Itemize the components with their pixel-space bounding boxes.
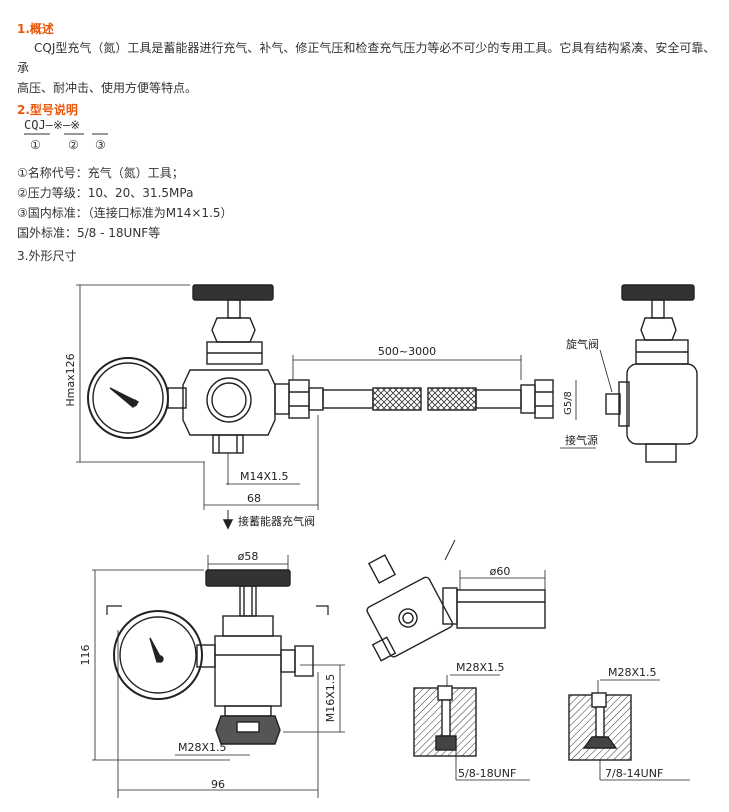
label-m14: M14X1.5 [240, 470, 289, 483]
label-m16: M16X1.5 [324, 674, 337, 723]
label-m28-b: M28X1.5 [456, 661, 505, 674]
label-unf-2: 7/8-14UNF [605, 767, 663, 780]
dimension-drawing: Hmax126 500~3000 旋气阀 G5/8 接气源 M14X1.5 68… [64, 284, 698, 798]
label-g58: G5/8 [563, 391, 574, 415]
label-hose-length: 500~3000 [378, 345, 436, 358]
label-valve: 旋气阀 [566, 337, 599, 351]
overview-title: 1.概述 [17, 22, 54, 36]
model-item-4: 国外标准：5/8 - 18UNF等 [17, 226, 161, 240]
model-title: 2.型号说明 [17, 103, 78, 117]
label-96: 96 [211, 778, 225, 791]
label-68: 68 [247, 492, 261, 505]
label-unf-1: 5/8-18UNF [458, 767, 516, 780]
overview-line-2: 高压、耐冲击、使用方便等特点。 [17, 81, 198, 95]
label-m28-a: M28X1.5 [178, 741, 227, 754]
label-d58: ø58 [238, 550, 259, 563]
model-num-1: ① [30, 138, 41, 152]
overview-line-1: CQJ型充气（氮）工具是蓄能器进行充气、补气、修正气压和检查充气压力等必不可少的… [17, 41, 716, 75]
label-source: 接气源 [565, 433, 598, 447]
model-item-2: ②压力等级：10、20、31.5MPa [17, 186, 194, 200]
label-116: 116 [79, 645, 92, 666]
model-underlines [24, 133, 108, 135]
label-d60: ø60 [490, 565, 511, 578]
label-connect: 接蓄能器充气阀 [238, 514, 315, 528]
overview-paragraph: CQJ型充气（氮）工具是蓄能器进行充气、补气、修正气压和检查充气压力等必不可少的… [17, 38, 727, 98]
dims-title: 3.外形尺寸 [17, 249, 77, 263]
model-item-1: ①名称代号：充气（氮）工具； [17, 166, 184, 180]
label-hmax: Hmax126 [64, 353, 77, 406]
label-m28-c: M28X1.5 [608, 666, 657, 679]
model-num-2: ② [68, 138, 79, 152]
model-code: CQJ—※—※ [24, 118, 81, 132]
model-item-3: ③国内标准：（连接口标准为M14×1.5） [17, 206, 233, 220]
model-num-3: ③ [95, 138, 106, 152]
model-code-diagram: CQJ—※—※ ① ② ③ [22, 118, 132, 158]
